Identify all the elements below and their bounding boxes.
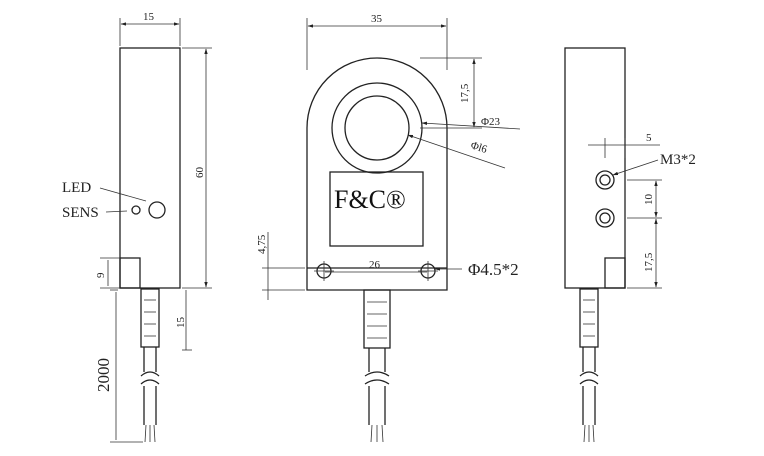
thread-leader (612, 159, 659, 176)
side-view: 15 60 LED SENS 9 15 (62, 11, 212, 443)
front-width-label: 35 (371, 13, 383, 25)
front-view: F&C® 35 17,5 Φ23 Φl6 4,75 26 Φ4.5*2 (256, 13, 521, 443)
cable-length-label: 2000 (94, 358, 113, 392)
tab-height-label: 9 (95, 272, 107, 278)
sens-label: SENS (62, 205, 99, 221)
thread-hole-bottom (595, 208, 615, 228)
thread-hole-top-inner (599, 174, 611, 186)
back-cable (579, 288, 599, 443)
hole-spacing-label: 26 (369, 259, 381, 271)
top-radius-label: 17,5 (459, 83, 471, 103)
side-body-outline (119, 47, 181, 289)
threads-label: M3*2 (660, 152, 696, 168)
led-leader (99, 187, 147, 202)
thread-spacing-label: 10 (643, 194, 655, 206)
side-cable (140, 288, 160, 443)
side-tab (119, 257, 141, 289)
back-view: 5 M3*2 10 17,5 (564, 47, 696, 443)
brand-plate (329, 171, 424, 247)
sens-window (148, 201, 166, 219)
thread-hole-top (595, 170, 615, 190)
thread-hole-bottom-inner (599, 212, 611, 224)
outer-dia-leader (421, 121, 521, 130)
bottom-offset-label: 17,5 (643, 252, 655, 272)
thread-offset-label: 5 (646, 132, 652, 144)
back-tab (604, 257, 626, 289)
inner-bore (344, 95, 410, 161)
brand-logo: F&C® (334, 185, 406, 214)
front-cable (363, 289, 391, 443)
inner-diameter-label: Φl6 (469, 139, 489, 156)
side-height-label: 60 (194, 167, 206, 179)
flange-height-label: 4,75 (256, 234, 268, 254)
back-body-outline (564, 47, 626, 289)
sens-leader (105, 210, 128, 213)
mount-holes-label: Φ4.5*2 (468, 260, 519, 279)
strain-relief-label: 15 (175, 317, 187, 329)
outer-diameter-label: Φ23 (481, 116, 501, 128)
led-label: LED (62, 180, 91, 196)
front-body-outline (306, 57, 448, 291)
led-indicator (131, 205, 141, 215)
side-width-label: 15 (143, 11, 155, 23)
inner-dia-leader (407, 134, 506, 169)
